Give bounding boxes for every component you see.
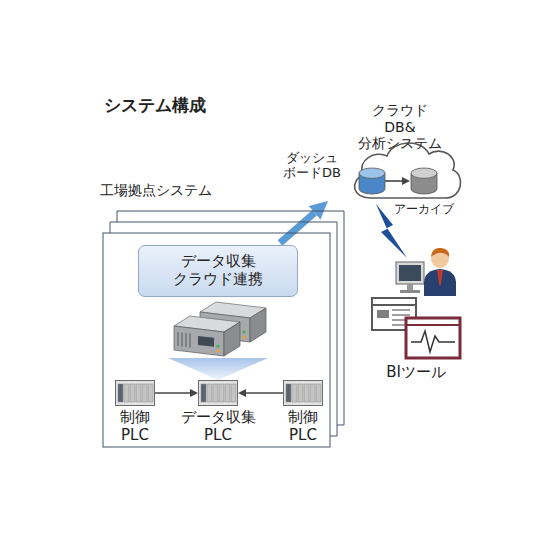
server-front	[174, 326, 224, 356]
window-line	[392, 314, 410, 316]
window-line	[392, 309, 410, 311]
plc-module	[292, 384, 297, 402]
window-block	[377, 310, 389, 318]
upload-arrow	[280, 213, 314, 243]
db-shape	[410, 166, 438, 198]
server-led	[242, 330, 245, 333]
server-led	[216, 349, 219, 352]
flow-arrow	[155, 392, 190, 394]
plc-module	[213, 384, 218, 402]
database-node: アーカイブ	[410, 166, 438, 216]
plc-node: 制御 PLC	[115, 380, 155, 448]
user-icon	[396, 248, 456, 296]
person-tie	[437, 270, 443, 286]
plc-icon	[115, 380, 155, 406]
server-panel	[198, 336, 214, 347]
server-led	[242, 335, 245, 338]
stacked-page	[117, 211, 344, 425]
flow-arrow	[385, 180, 402, 182]
plc-module	[225, 384, 230, 402]
monitor-base	[400, 290, 420, 293]
node-label: ダッシュ ボードDB	[283, 150, 341, 181]
cloud-outline	[355, 143, 461, 198]
node-label: クラウド DB&分析システム	[358, 102, 442, 152]
server-led	[216, 344, 219, 347]
node-label: アーカイブ	[394, 202, 454, 216]
server-vent	[177, 332, 178, 346]
plc-icon	[283, 380, 323, 406]
person-body	[424, 269, 456, 296]
node-label: 工場拠点システム	[100, 182, 212, 199]
plc-module	[124, 384, 129, 402]
person-hair	[431, 248, 449, 257]
server-vent	[189, 334, 190, 348]
plc-module	[207, 384, 212, 402]
plc-case	[116, 381, 155, 406]
server-vent	[181, 333, 182, 347]
cloud-system: ダッシュ ボードDBアーカイブクラウド DB&分析システム	[335, 100, 465, 202]
chart-window	[406, 318, 460, 358]
plc-module	[201, 384, 206, 402]
plc-icon	[198, 380, 238, 406]
plc-module	[118, 384, 123, 402]
diagram-title: システム構成	[104, 95, 206, 115]
cylinder-top	[411, 168, 437, 178]
plc-module	[219, 384, 224, 402]
collection-cone	[168, 358, 268, 380]
plc-case	[199, 381, 238, 406]
monitor-stand	[407, 284, 413, 290]
chart-bar	[406, 324, 460, 326]
site-system: データ収集 クラウド連携制御 PLC データ収集 PLC 制御 PLC 工場拠点システ…	[98, 180, 350, 452]
plc-module	[310, 384, 315, 402]
plc-module	[298, 384, 303, 402]
node-label: 制御 PLC	[120, 409, 150, 444]
plc-node: 制御 PLC	[283, 380, 323, 448]
monitor-screen	[399, 265, 421, 281]
server-box	[174, 316, 240, 356]
database-node: ダッシュ ボードDB	[283, 148, 385, 198]
archive-cylinder	[411, 168, 437, 194]
server-side	[250, 308, 266, 342]
dashboard-db-cylinder	[359, 168, 385, 194]
window-bar	[372, 304, 416, 306]
plc-module	[231, 384, 236, 402]
plc-module	[142, 384, 147, 402]
plc-module	[286, 384, 291, 402]
flow-arrow	[246, 392, 283, 394]
plc-node: データ収集 PLC	[198, 380, 238, 448]
plc-module	[148, 384, 153, 402]
front-page	[103, 233, 330, 447]
server-vent	[185, 333, 186, 347]
plc-module	[136, 384, 141, 402]
plc-module	[130, 384, 135, 402]
process-box: データ収集 クラウド連携	[138, 245, 298, 297]
node-label: BIツール	[386, 364, 446, 382]
node-label: データ収集 PLC	[181, 409, 256, 444]
plc-module	[316, 384, 321, 402]
server-side	[224, 322, 240, 356]
bi-tool: BIツール	[366, 296, 466, 384]
stacked-page	[110, 222, 337, 436]
bi-icon	[366, 296, 466, 362]
plc-case	[284, 381, 323, 406]
plc-module	[304, 384, 309, 402]
monitor	[396, 262, 424, 284]
cylinder-top	[359, 168, 385, 178]
node-label: 制御 PLC	[288, 409, 318, 444]
chart-pulse	[411, 331, 455, 352]
node-label: データ収集 クラウド連携	[173, 253, 263, 288]
